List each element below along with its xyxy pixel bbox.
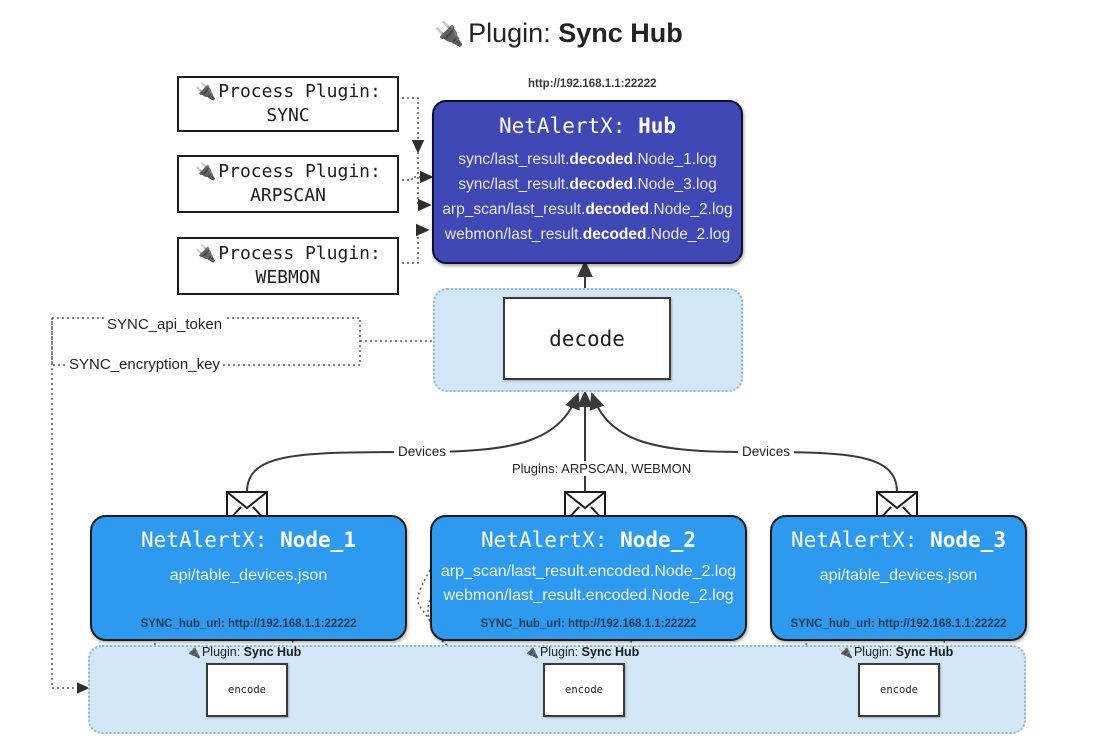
encode-box-node-2[interactable]: encode bbox=[543, 663, 625, 717]
node-title-prefix: NetAlertX: bbox=[791, 528, 918, 552]
node-row-list: api/table_devices.json bbox=[772, 564, 1025, 588]
hub-row-list: sync/last_result.decoded.Node_1.log sync… bbox=[434, 147, 741, 247]
node-row: api/table_devices.json bbox=[169, 567, 328, 584]
node-hub-url: SYNC_hub_url: http://192.168.1.1:22222 bbox=[480, 618, 697, 630]
process-plugin-webmon[interactable]: 🔌Process Plugin: WEBMON bbox=[177, 237, 399, 295]
hub-title-prefix: NetAlertX: bbox=[498, 114, 626, 138]
encoder-caption-node-3: 🔌Plugin: Sync Hub bbox=[838, 645, 954, 659]
node-row: webmon/last_result.encoded.Node_2.log bbox=[443, 587, 734, 604]
node-title-prefix: NetAlertX: bbox=[481, 528, 608, 552]
node-row-list: api/table_devices.json bbox=[92, 564, 405, 588]
process-plugin-label: Process Plugin: bbox=[218, 160, 381, 182]
plug-icon: 🔌 bbox=[195, 161, 217, 182]
sync-api-token-label: SYNC_api_token bbox=[104, 316, 226, 333]
node-hub-url: SYNC_hub_url: http://192.168.1.1:22222 bbox=[140, 618, 357, 630]
process-plugin-name: ARPSCAN bbox=[250, 185, 326, 206]
edge-label-plugins-center: Plugins: ARPSCAN, WEBMON bbox=[508, 461, 696, 476]
node-title-prefix: NetAlertX: bbox=[141, 528, 268, 552]
encoder-caption-node-2: 🔌Plugin: Sync Hub bbox=[524, 645, 640, 659]
encode-box-node-1[interactable]: encode bbox=[206, 663, 288, 717]
hub-row: webmon/last_result.decoded.Node_2.log bbox=[444, 226, 731, 244]
node-title: NetAlertX: Node_1 bbox=[92, 528, 405, 552]
node-row: arp_scan/last_result.encoded.Node_2.log bbox=[440, 563, 737, 580]
page-title: 🔌Plugin: Sync Hub bbox=[0, 18, 1117, 49]
hub-row: sync/last_result.decoded.Node_3.log bbox=[458, 176, 717, 194]
edge-label-devices-right: Devices bbox=[738, 444, 795, 459]
encode-box-node-3[interactable]: encode bbox=[858, 663, 940, 717]
hub-row: arp_scan/last_result.decoded.Node_2.log bbox=[442, 201, 733, 219]
hub-node[interactable]: NetAlertX: Hub sync/last_result.decoded.… bbox=[432, 100, 743, 264]
page-title-name: Sync Hub bbox=[558, 18, 683, 48]
node-title: NetAlertX: Node_2 bbox=[432, 528, 745, 552]
process-plugin-name: SYNC bbox=[266, 105, 310, 126]
decode-box[interactable]: decode bbox=[503, 297, 671, 380]
process-plugin-label: Process Plugin: bbox=[218, 242, 381, 264]
node-title-name: Node_3 bbox=[930, 528, 1006, 552]
node-box-node-1[interactable]: NetAlertX: Node_1 api/table_devices.json… bbox=[90, 515, 407, 641]
plug-icon: 🔌 bbox=[195, 243, 217, 264]
page-title-prefix: Plugin: bbox=[468, 18, 551, 48]
plug-icon: 🔌 bbox=[524, 645, 539, 659]
hub-title: NetAlertX: Hub bbox=[434, 114, 741, 138]
encoder-caption-node-1: 🔌Plugin: Sync Hub bbox=[186, 645, 302, 659]
node-title-name: Node_1 bbox=[280, 528, 356, 552]
node-row: api/table_devices.json bbox=[819, 567, 978, 584]
process-plugin-name: WEBMON bbox=[255, 267, 321, 288]
node-hub-url: SYNC_hub_url: http://192.168.1.1:22222 bbox=[790, 618, 1007, 630]
process-plugin-arpscan[interactable]: 🔌Process Plugin: ARPSCAN bbox=[177, 155, 399, 213]
node-box-node-2[interactable]: NetAlertX: Node_2 arp_scan/last_result.e… bbox=[430, 515, 747, 641]
plug-icon: 🔌 bbox=[434, 21, 465, 48]
node-title-name: Node_2 bbox=[620, 528, 696, 552]
hub-row: sync/last_result.decoded.Node_1.log bbox=[458, 151, 717, 168]
plug-icon: 🔌 bbox=[195, 81, 217, 102]
node-row-list: arp_scan/last_result.encoded.Node_2.log … bbox=[432, 560, 745, 608]
plug-icon: 🔌 bbox=[186, 645, 201, 659]
node-title: NetAlertX: Node_3 bbox=[772, 528, 1025, 552]
node-box-node-3[interactable]: NetAlertX: Node_3 api/table_devices.json… bbox=[770, 515, 1027, 641]
process-plugin-label: Process Plugin: bbox=[218, 80, 381, 102]
sync-encryption-key-label: SYNC_encryption_key bbox=[66, 356, 223, 373]
hub-url-label: http://192.168.1.1:22222 bbox=[528, 78, 657, 90]
hub-title-name: Hub bbox=[638, 114, 677, 138]
plug-icon: 🔌 bbox=[838, 645, 853, 659]
process-plugin-sync[interactable]: 🔌Process Plugin: SYNC bbox=[177, 76, 399, 132]
edge-label-devices-left: Devices bbox=[394, 444, 451, 459]
